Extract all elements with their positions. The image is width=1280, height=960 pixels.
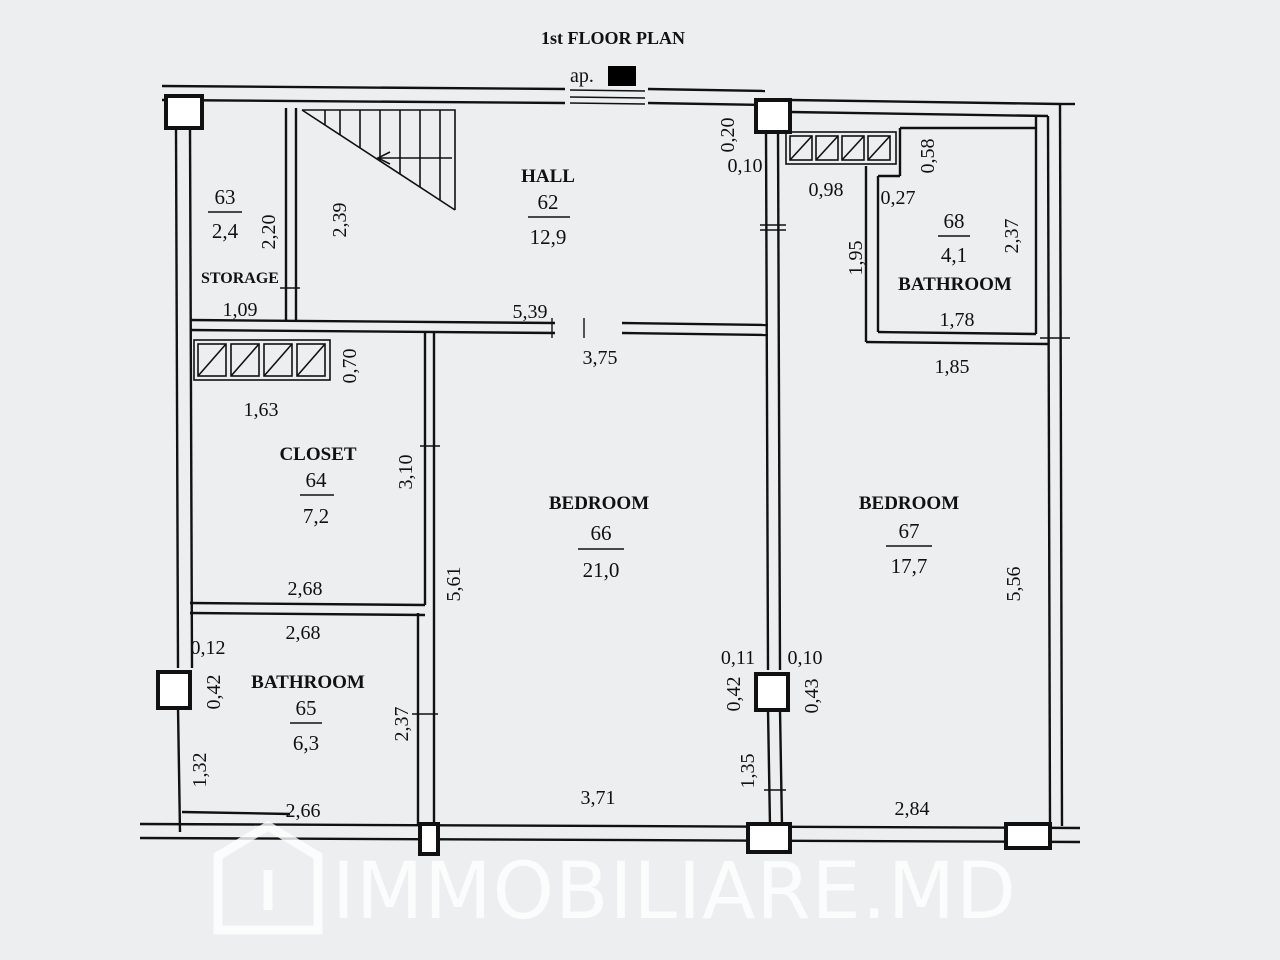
dim-bathroom68-side: 1,95 (845, 241, 867, 276)
room-number: 67 (899, 519, 920, 543)
dim-closet-shelf: 0,70 (339, 349, 361, 384)
room-number: 63 (215, 185, 236, 209)
room-name: BEDROOM (859, 493, 959, 514)
room-bathroom-68: 68 4,1 BATHROOM (898, 209, 1012, 295)
room-number: 68 (944, 209, 965, 233)
dim-column-right-wall: 0,10 (788, 647, 823, 669)
column-top-center (754, 98, 792, 134)
room-hall: HALL 62 12,9 (521, 166, 575, 249)
dim-column-left-wall: 0,11 (721, 647, 755, 669)
dim-bedroom66-width: 3,71 (581, 787, 616, 809)
room-bedroom-67: BEDROOM 67 17,7 (859, 493, 959, 578)
room-area: 4,1 (941, 243, 967, 267)
apartment-number-redaction (608, 66, 636, 86)
dim-bathroom65-height: 2,37 (391, 707, 413, 742)
room-name: CLOSET (279, 444, 356, 465)
dim-bathroom65-wall: 0,12 (191, 637, 226, 659)
dim-bathroom68-shelf-width: 0,98 (809, 179, 844, 201)
room-area: 21,0 (583, 558, 620, 582)
room-number: 64 (306, 468, 328, 492)
walls (139, 84, 1081, 844)
columns (156, 94, 1052, 856)
shelf-closet (193, 339, 331, 381)
watermark-logo-icon (213, 820, 323, 935)
dim-storage-height: 2,20 (258, 215, 280, 250)
dim-closet-height: 3,10 (395, 455, 417, 490)
dim-bedroom66-height: 5,61 (443, 567, 465, 602)
dim-bathroom65-side: 1,32 (189, 753, 211, 788)
room-area: 7,2 (303, 504, 329, 528)
dimension-ticks (280, 224, 1070, 791)
dim-bedroom67-top: 1,85 (935, 356, 970, 378)
dim-column-left-height: 0,42 (723, 677, 745, 712)
dim-storage-width: 1,09 (223, 299, 258, 321)
room-number: 65 (296, 696, 317, 720)
plan-title: 1st FLOOR PLAN (541, 28, 685, 48)
column-bottom-2 (746, 822, 792, 854)
dim-bedroom67-width: 2,84 (895, 798, 930, 820)
column-left-mid (156, 670, 192, 710)
dim-bathroom68-shelf-depth: 0,58 (917, 139, 939, 174)
dim-bedroom67-height: 5,56 (1003, 567, 1025, 602)
watermark-text: IMMOBILIARE.MD (332, 847, 1017, 937)
room-area: 17,7 (891, 554, 928, 578)
column-bottom-1 (418, 822, 440, 856)
room-number: 62 (538, 190, 559, 214)
dim-closet-width: 1,63 (244, 399, 279, 421)
room-area: 12,9 (530, 225, 567, 249)
room-closet: CLOSET 64 7,2 (279, 444, 356, 528)
room-storage: 63 2,4 STORAGE (201, 185, 279, 287)
room-name: STORAGE (201, 270, 279, 287)
dim-closet-bottom: 2,68 (288, 578, 323, 600)
dim-bathroom65-top: 2,68 (286, 622, 321, 644)
dim-bathroom65-column: 0,42 (203, 675, 225, 710)
column-top-left (164, 94, 204, 130)
staircase (301, 109, 456, 211)
room-area: 2,4 (212, 219, 239, 243)
dim-bathroom68-width: 1,78 (940, 309, 975, 331)
dim-stair-height: 2,39 (329, 203, 351, 238)
column-bottom-3 (1004, 822, 1052, 850)
room-bedroom-66: BEDROOM 66 21,0 (549, 493, 649, 582)
room-name: BATHROOM (898, 274, 1012, 295)
dim-column-lower: 1,35 (737, 754, 759, 789)
room-area: 6,3 (293, 731, 319, 755)
dim-bathroom68-height: 2,37 (1001, 219, 1023, 254)
apartment-label: ap. (570, 65, 594, 87)
room-name: BEDROOM (549, 493, 649, 514)
room-number: 66 (591, 521, 612, 545)
dimensions-vertical: 0,20 2,20 2,39 0,70 3,10 5,61 0,42 2,37 … (189, 118, 1025, 789)
dim-hall-wall-top: 0,20 (717, 118, 739, 153)
column-center-mid (754, 672, 790, 712)
room-bathroom-65: BATHROOM 65 6,3 (251, 672, 365, 755)
dimensions-horizontal: 0,10 1,09 5,39 3,75 1,63 2,68 2,68 0,12 … (191, 155, 975, 822)
dim-bathroom65-width: 2,66 (286, 800, 321, 822)
room-name: BATHROOM (251, 672, 365, 693)
watermark: IMMOBILIARE.MD (213, 820, 1017, 937)
room-name: HALL (521, 166, 575, 187)
shelf-bathroom68 (785, 131, 897, 165)
dim-bathroom68-wall: 0,27 (881, 187, 916, 209)
dim-column-right-height: 0,43 (801, 679, 823, 714)
dim-hall-width: 5,39 (513, 301, 548, 323)
dim-hall-wall-side: 0,10 (728, 155, 763, 177)
dim-bedroom66-top: 3,75 (583, 347, 618, 369)
